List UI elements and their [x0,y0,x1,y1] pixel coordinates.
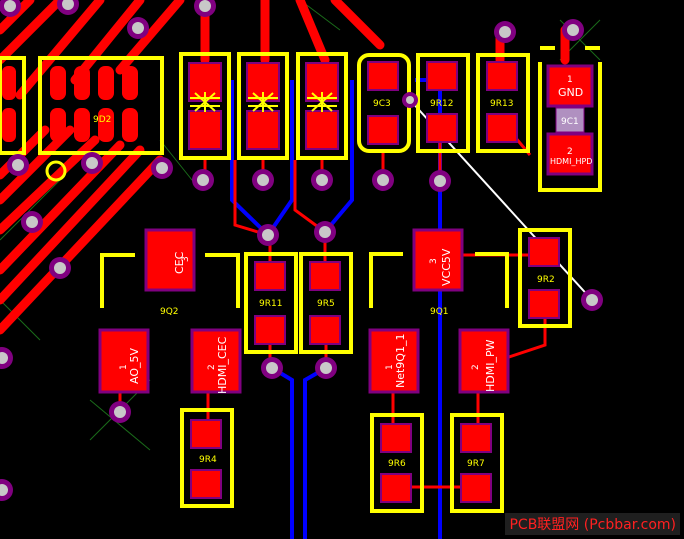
net-hdmi-cec-label: HDMI_CEC [216,336,229,394]
ref-9d2: 9D2 [93,115,111,125]
component-9q2[interactable]: 3 CEC 9Q2 1 AO_5V 2 HDMI_CEC [98,228,242,394]
via-icon[interactable] [252,169,274,191]
via-icon[interactable] [7,154,29,176]
component-9r12[interactable]: 9R12 [416,53,470,153]
component-9r5[interactable]: 9R5 [299,252,353,354]
via-icon[interactable] [0,0,21,17]
net-net9q1-1-label: Net9Q1_1 [394,334,407,388]
via-icon[interactable] [562,19,584,41]
via-icon[interactable] [429,170,451,192]
net-hdmi-pw-label: HDMI_PW [484,339,497,392]
via-icon[interactable] [194,0,216,17]
svg-text:2: 2 [207,364,217,370]
svg-text:2: 2 [471,364,481,370]
ref-9c1: 9C1 [561,117,579,127]
component-9c3[interactable]: 9C3 [357,53,411,153]
via-icon[interactable] [315,357,337,379]
via-icon[interactable] [0,347,13,369]
ref-9q2: 9Q2 [160,307,179,317]
net-cec-label: CEC [173,251,186,274]
net-gnd-label: GND [558,86,583,99]
capacitor-body [555,107,585,133]
component-fuse-1[interactable] [179,52,231,160]
via-icon[interactable] [49,257,71,279]
svg-text:1: 1 [567,75,573,85]
ref-9r5: 9R5 [317,299,335,309]
component-9q1[interactable]: 3 VCC5V 9Q1 1 Net9Q1_1 2 HDMI_PW [368,228,510,394]
component-9r7[interactable]: 9R7 [450,413,504,513]
via-icon[interactable] [109,401,131,423]
via-icon[interactable] [314,221,336,243]
via-icon[interactable] [581,289,603,311]
via-icon[interactable] [372,169,394,191]
ref-9r11: 9R11 [259,299,282,309]
ref-9r4: 9R4 [199,455,217,465]
svg-text:1: 1 [385,364,395,370]
via-icon[interactable] [261,357,283,379]
ref-9c3: 9C3 [373,99,391,109]
net-hdmi-hpd-label: HDMI_HPD [550,157,592,166]
component-9r6[interactable]: 9R6 [370,413,424,513]
component-9r11[interactable]: 9R11 [244,252,298,354]
svg-text:3: 3 [181,256,191,262]
watermark: PCB联盟网 (Pcbbar.com) [505,513,680,535]
via-icon[interactable] [311,169,333,191]
ref-9r7: 9R7 [467,459,485,469]
ref-9r2: 9R2 [537,275,555,285]
via-icon[interactable] [0,479,13,501]
via-icon[interactable] [57,0,79,15]
component-fuse-3[interactable] [296,52,348,160]
via-icon[interactable] [151,157,173,179]
svg-text:2: 2 [567,147,573,157]
component-9c1[interactable]: 1 GND 9C1 2 HDMI_HPD [538,46,602,192]
component-9r13[interactable]: 9R13 [476,53,530,153]
pin1-marker-icon [45,160,67,182]
diode-icon [190,92,220,112]
svg-text:1: 1 [119,364,129,370]
via-icon[interactable] [127,17,149,39]
component-9r2[interactable]: 9R2 [518,228,572,328]
svg-text:3: 3 [429,258,439,264]
ref-9r6: 9R6 [388,459,406,469]
net-vcc5v-label: VCC5V [440,248,453,286]
ref-9r13: 9R13 [490,99,513,109]
component-9r4[interactable]: 9R4 [180,408,234,508]
ref-9q1: 9Q1 [430,307,449,317]
via-icon[interactable] [81,152,103,174]
via-icon[interactable] [257,224,279,246]
ref-9r12: 9R12 [430,99,453,109]
vias[interactable] [0,0,603,501]
via-icon[interactable] [494,21,516,43]
net-ao-5v-label: AO_5V [128,348,141,384]
via-icon[interactable] [21,211,43,233]
via-icon[interactable] [192,169,214,191]
diode-icon [248,92,278,112]
via-icon[interactable] [402,92,418,108]
component-fuse-2[interactable] [237,52,289,160]
component-9d2[interactable]: 9D2 [0,56,164,182]
diode-icon [307,92,337,112]
